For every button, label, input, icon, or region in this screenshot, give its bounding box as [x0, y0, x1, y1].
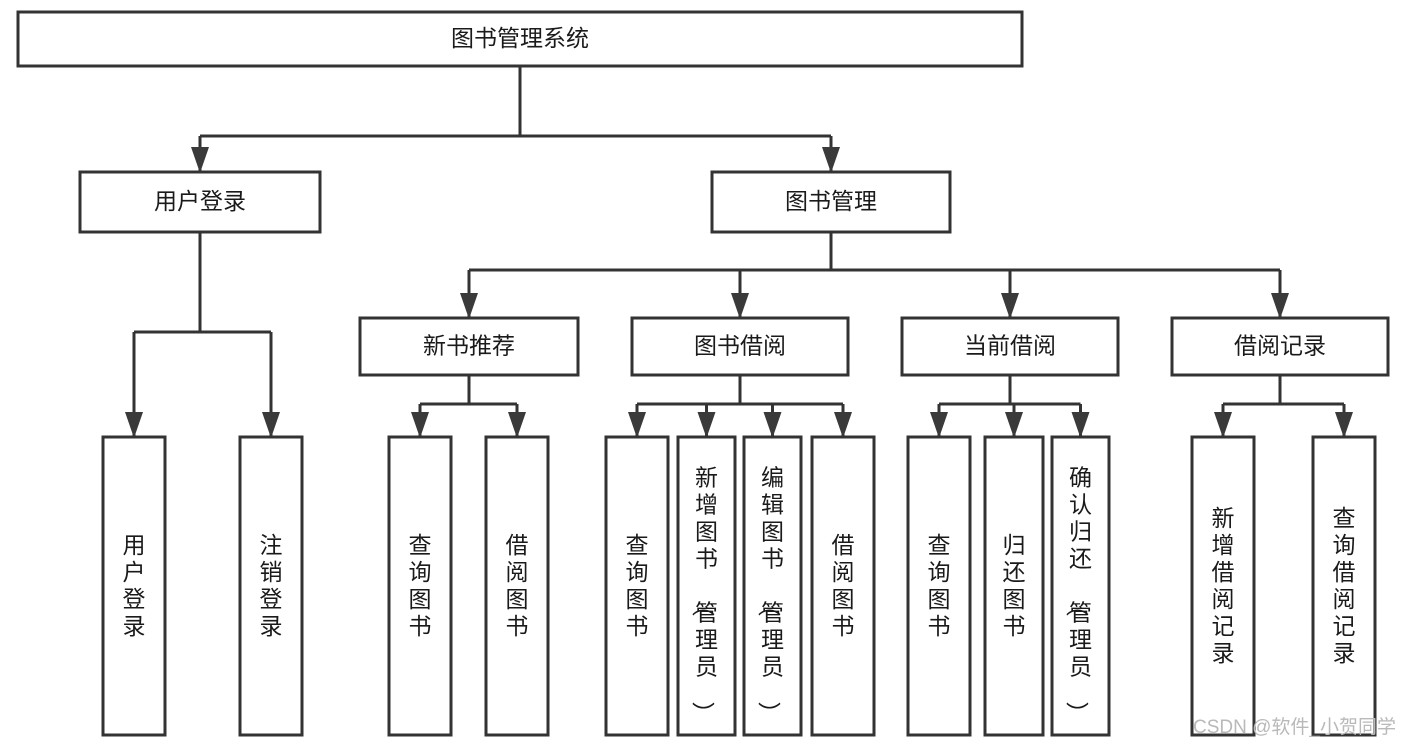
node-box-book-manage	[710, 170, 952, 234]
node-user-login[interactable]: 用户登录	[78, 170, 322, 234]
node-nbr-borrow-book[interactable]: 借阅图书	[484, 435, 550, 737]
node-br-query-record[interactable]: 查询借阅记录	[1311, 435, 1377, 737]
node-box-borrow-record	[1170, 316, 1390, 377]
node-user-logout[interactable]: 注销登录	[238, 435, 304, 737]
node-label-cb-return-book: 归还图书	[1003, 532, 1026, 639]
node-box-current-borrow	[900, 316, 1120, 377]
node-box-bb-edit-book	[742, 435, 803, 737]
arrow-head-icon-book-borrow	[731, 293, 749, 319]
arrow-head-icon-user-login	[191, 147, 209, 173]
node-label-br-query-record: 查询借阅记录	[1333, 505, 1356, 666]
node-label-user-login-do: 用户登录	[123, 532, 146, 639]
node-br-add-record[interactable]: 新增借阅记录	[1190, 435, 1256, 737]
arrow-head-icon-nbr-query-book	[411, 412, 429, 438]
arrow-head-icon-nbr-borrow-book	[508, 412, 526, 438]
node-box-bb-query-book	[604, 435, 670, 737]
connector-layer	[125, 66, 1353, 438]
node-borrow-record[interactable]: 借阅记录	[1170, 316, 1390, 377]
node-label-cb-confirm-return: 确认归还（管理员）	[1064, 465, 1092, 725]
node-label-borrow-record: 借阅记录	[1234, 333, 1326, 359]
arrow-head-icon-bb-add-book	[697, 412, 716, 438]
node-label-bb-edit-book: 编辑图书（管理员）	[756, 465, 784, 725]
node-box-cb-return-book	[983, 435, 1045, 737]
node-label-book-manage: 图书管理	[785, 188, 877, 214]
node-box-user-logout	[238, 435, 304, 737]
node-label-root: 图书管理系统	[451, 25, 589, 51]
arrow-head-icon-bb-edit-book	[763, 412, 782, 438]
node-label-user-logout: 注销登录	[260, 532, 283, 639]
arrow-head-icon-new-book-recommend	[460, 293, 478, 319]
arrow-head-icon-cb-return-book	[1005, 412, 1023, 438]
node-bb-add-book[interactable]: 新增图书（管理员）	[676, 435, 737, 737]
node-new-book-recommend[interactable]: 新书推荐	[358, 316, 580, 377]
node-box-cb-confirm-return	[1050, 435, 1111, 737]
node-current-borrow[interactable]: 当前借阅	[900, 316, 1120, 377]
arrow-head-icon-current-borrow	[1001, 293, 1019, 319]
node-label-nbr-borrow-book: 借阅图书	[506, 532, 529, 639]
node-label-bb-add-book: 新增图书（管理员）	[690, 465, 718, 725]
node-book-manage[interactable]: 图书管理	[710, 170, 952, 234]
node-label-book-borrow: 图书借阅	[694, 333, 786, 359]
node-box-root	[16, 10, 1024, 68]
node-box-nbr-borrow-book	[484, 435, 550, 737]
node-cb-return-book[interactable]: 归还图书	[983, 435, 1045, 737]
arrow-head-icon-br-query-record	[1335, 412, 1353, 438]
node-bb-edit-book[interactable]: 编辑图书（管理员）	[742, 435, 803, 737]
node-box-br-add-record	[1190, 435, 1256, 737]
arrow-head-icon-bb-query-book	[628, 412, 646, 438]
node-box-cb-query-book	[906, 435, 972, 737]
node-box-user-login-do	[101, 435, 167, 737]
node-user-login-do[interactable]: 用户登录	[101, 435, 167, 737]
node-root[interactable]: 图书管理系统	[16, 10, 1024, 68]
node-box-user-login	[78, 170, 322, 234]
node-box-book-borrow	[630, 316, 850, 377]
node-label-user-login: 用户登录	[154, 188, 246, 214]
arrow-head-icon-book-manage	[822, 147, 840, 173]
node-label-bb-query-book: 查询图书	[626, 532, 649, 639]
node-label-bb-borrow-book: 借阅图书	[832, 532, 855, 639]
node-label-current-borrow: 当前借阅	[964, 333, 1056, 359]
node-box-bb-borrow-book	[810, 435, 876, 737]
node-label-cb-query-book: 查询图书	[928, 532, 951, 639]
arrow-head-icon-borrow-record	[1271, 293, 1289, 319]
csdn-watermark: CSDN @软件_小贺同学	[1193, 716, 1396, 738]
node-book-borrow[interactable]: 图书借阅	[630, 316, 850, 377]
arrow-head-icon-user-login-do	[125, 412, 143, 438]
node-box-br-query-record	[1311, 435, 1377, 737]
arrow-head-icon-user-logout	[262, 412, 280, 438]
node-box-bb-add-book	[676, 435, 737, 737]
arrow-head-icon-cb-query-book	[930, 412, 948, 438]
node-bb-borrow-book[interactable]: 借阅图书	[810, 435, 876, 737]
node-label-new-book-recommend: 新书推荐	[423, 333, 515, 359]
node-label-nbr-query-book: 查询图书	[409, 532, 432, 639]
node-box-new-book-recommend	[358, 316, 580, 377]
node-cb-confirm-return[interactable]: 确认归还（管理员）	[1050, 435, 1111, 737]
node-cb-query-book[interactable]: 查询图书	[906, 435, 972, 737]
arrow-head-icon-cb-confirm-return	[1071, 412, 1090, 438]
node-box-nbr-query-book	[387, 435, 453, 737]
node-nbr-query-book[interactable]: 查询图书	[387, 435, 453, 737]
node-label-br-add-record: 新增借阅记录	[1212, 505, 1235, 666]
arrow-head-icon-br-add-record	[1214, 412, 1232, 438]
node-bb-query-book[interactable]: 查询图书	[604, 435, 670, 737]
arrow-head-icon-bb-borrow-book	[834, 412, 852, 438]
node-layer: 图书管理系统用户登录图书管理用户登录注销登录新书推荐图书借阅当前借阅借阅记录查询…	[16, 10, 1390, 737]
